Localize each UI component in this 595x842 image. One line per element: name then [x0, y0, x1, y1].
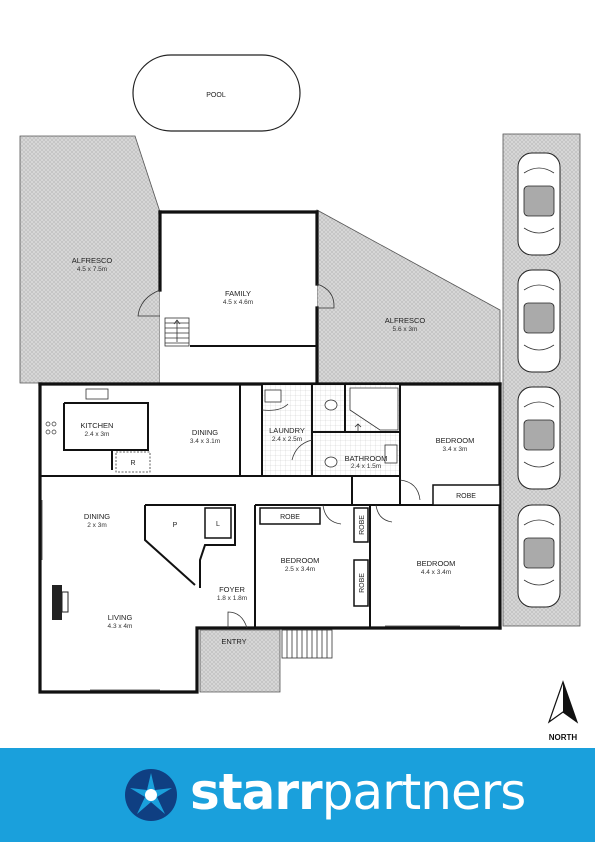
- family-room: FAMILY 4.5 x 4.6m: [137, 210, 335, 386]
- car: [517, 152, 561, 256]
- bedroom-ne: ROBE BEDROOM 3.4 x 3m: [399, 436, 501, 506]
- entry-name: ENTRY: [221, 637, 246, 646]
- bedroom-se-size: 4.4 x 3.4m: [421, 569, 451, 576]
- car: [517, 269, 561, 373]
- robe-4-label: ROBE: [359, 573, 366, 593]
- bedroom-mid: ROBE ROBE ROBE BEDROOM 2.5 x 3.4m: [259, 504, 393, 607]
- alfresco-left: ALFRESCO 4.5 x 7.5m: [19, 135, 161, 384]
- alfresco-left-size: 4.5 x 7.5m: [77, 266, 107, 273]
- fridge-label: R: [130, 460, 135, 467]
- bedroom-mid-size: 2.5 x 3.4m: [285, 566, 315, 573]
- dining-left: DINING 2 x 3m: [84, 512, 110, 529]
- car: [517, 504, 561, 608]
- bedroom-ne-name: BEDROOM: [436, 436, 475, 445]
- laundry-name: LAUNDRY: [269, 426, 305, 435]
- brand-wordmark: starrpartners: [190, 760, 527, 824]
- linen-label: L: [216, 521, 220, 528]
- foyer-size: 1.8 x 1.8m: [217, 595, 247, 602]
- family-name: FAMILY: [225, 289, 251, 298]
- foyer-name: FOYER: [219, 585, 245, 594]
- bedroom-ne-size: 3.4 x 3m: [443, 446, 468, 453]
- stove-icon: [45, 421, 57, 435]
- north-label: NORTH: [549, 733, 578, 742]
- alfresco-right: ALFRESCO 5.6 x 3m: [316, 209, 501, 385]
- pool-label: POOL: [206, 92, 226, 99]
- bathroom-name: BATHROOM: [345, 454, 388, 463]
- robe-2-label: ROBE: [280, 514, 300, 521]
- bathroom-size: 2.4 x 1.5m: [351, 463, 381, 470]
- bedroom-se-name: BEDROOM: [417, 559, 456, 568]
- stairs: [164, 317, 190, 347]
- brand-footer: starrpartners: [0, 748, 595, 842]
- entry: ENTRY: [199, 629, 333, 693]
- foyer: FOYER 1.8 x 1.8m: [217, 585, 248, 629]
- dining-left-name: DINING: [84, 512, 110, 521]
- starr-logo-icon: [125, 769, 177, 821]
- living-size: 4.3 x 4m: [108, 623, 133, 630]
- bedroom-mid-name: BEDROOM: [281, 556, 320, 565]
- laundry-size: 2.4 x 2.5m: [272, 436, 302, 443]
- pantry-linen: P L: [144, 504, 236, 588]
- bathroom: BATHROOM 2.4 x 1.5m: [313, 384, 400, 475]
- dining-top-name: DINING: [192, 428, 218, 437]
- living-name: LIVING: [108, 613, 133, 622]
- living: LIVING 4.3 x 4m: [52, 585, 132, 630]
- kitchen-size: 2.4 x 3m: [85, 431, 110, 438]
- alfresco-left-name: ALFRESCO: [72, 256, 113, 265]
- entry-stairs: [281, 629, 333, 659]
- dining-top: DINING 3.4 x 3.1m: [190, 428, 220, 445]
- pool: POOL: [132, 54, 301, 132]
- laundry: LAUNDRY 2.4 x 2.5m: [261, 385, 313, 475]
- alfresco-right-name: ALFRESCO: [385, 316, 426, 325]
- pantry-label: P: [173, 522, 178, 529]
- car: [517, 386, 561, 490]
- family-size: 4.5 x 4.6m: [223, 299, 253, 306]
- cars: [517, 152, 561, 608]
- brand-part1: starr: [190, 763, 323, 821]
- alfresco-right-size: 5.6 x 3m: [393, 326, 418, 333]
- north-arrow-icon: NORTH: [547, 680, 579, 742]
- bedroom-se: BEDROOM 4.4 x 3.4m: [385, 559, 460, 627]
- kitchen-name: KITCHEN: [81, 421, 114, 430]
- robe-1-label: ROBE: [456, 493, 476, 500]
- brand-part2: partners: [321, 763, 527, 821]
- kitchen: R KITCHEN 2.4 x 3m: [45, 388, 151, 473]
- floor-plan: POOL ALFRESCO 4.5 x 7.5m ALFRESCO 5.6 x …: [19, 54, 581, 742]
- dining-top-size: 3.4 x 3.1m: [190, 438, 220, 445]
- house-walls: [38, 382, 502, 694]
- dining-left-size: 2 x 3m: [87, 522, 107, 529]
- robe-3-label: ROBE: [359, 515, 366, 535]
